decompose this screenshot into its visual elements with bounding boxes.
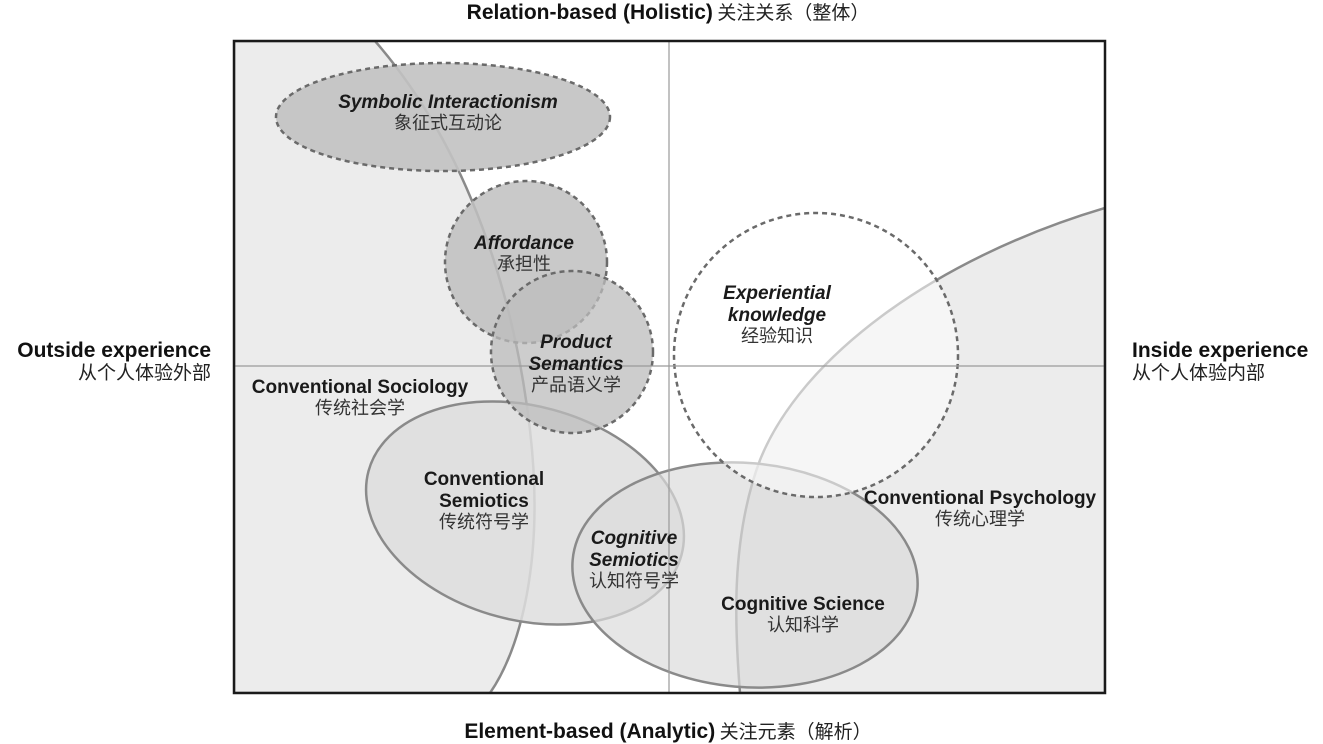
label-conventional-psychology: Conventional Psychology 传统心理学 [863,488,1097,530]
axis-label-left: Outside experience 从个人体验外部 [17,339,211,385]
region-symbolic-interactionism [274,61,612,173]
axis-right-en: Inside experience [1132,339,1309,362]
axis-top-zh: 关注关系（整体） [717,2,870,24]
label-cognitive-science: Cognitive Science 认知科学 [721,594,885,636]
region-experiential-knowledge [672,211,960,499]
axis-left-zh: 从个人体验外部 [77,362,211,385]
axis-bottom-en: Element-based (Analytic) [464,720,716,743]
axis-bottom-zh: 关注元素（解析） [719,721,872,743]
axis-label-top: Relation-based (Holistic) 关注关系（整体） [467,1,870,25]
label-conventional-semiotics: Conventional Semiotics 传统符号学 [423,469,545,533]
label-conventional-sociology: Conventional Sociology 传统社会学 [251,377,469,419]
axis-right-zh: 从个人体验内部 [1132,362,1266,385]
label-experiential-knowledge: Experiential knowledge 经验知识 [723,283,831,347]
label-product-semantics: Product Semantics 产品语义学 [528,332,624,396]
axis-top-en: Relation-based (Holistic) [466,1,713,24]
axis-label-bottom: Element-based (Analytic) 关注元素（解析） [464,720,871,744]
axis-label-right: Inside experience 从个人体验内部 [1132,339,1308,385]
label-affordance: Affordance 承担性 [474,233,574,275]
region-product-semantics [489,269,655,435]
label-symbolic-interactionism: Symbolic Interactionism 象征式互动论 [338,92,558,134]
plot-frame [232,39,1107,695]
axis-left-en: Outside experience [17,339,211,362]
label-cognitive-semiotics: Cognitive Semiotics 认知符号学 [589,528,679,592]
